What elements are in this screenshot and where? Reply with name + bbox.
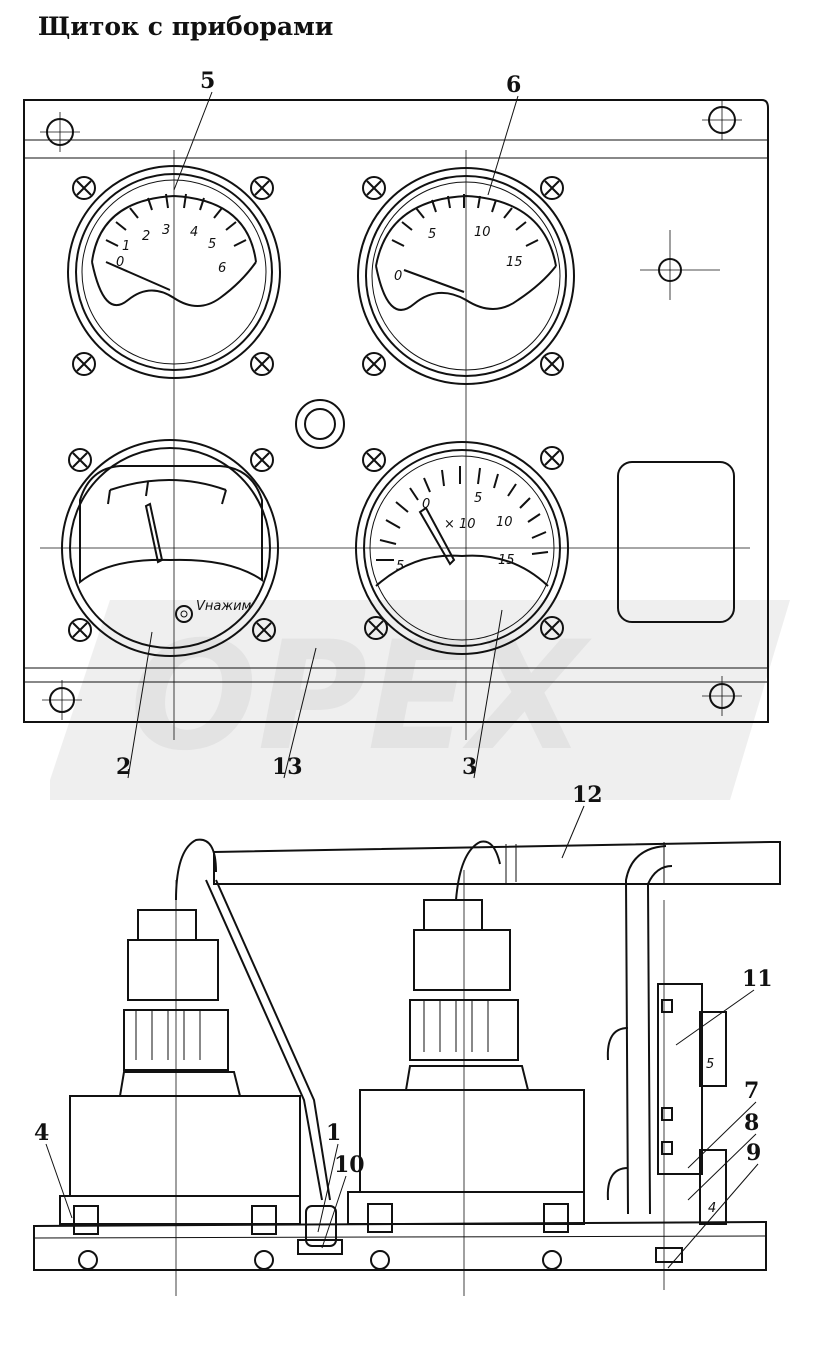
- gauge-3-label-neg5: 5: [396, 559, 404, 574]
- callout-9: 9: [746, 1140, 761, 1166]
- gauge-5-label-1: 1: [122, 239, 130, 254]
- callout-5: 5: [200, 68, 215, 94]
- instrument-body-right: [347, 899, 585, 1233]
- gauge-screws: [68, 176, 564, 642]
- callout-2: 2: [116, 754, 131, 780]
- instrument-body-left: [59, 909, 301, 1235]
- fuse-holder: [297, 1205, 343, 1255]
- callout-leader-13: [283, 647, 317, 779]
- callout-leader-7: [687, 1101, 757, 1169]
- callout-leader-2: [127, 631, 153, 779]
- gauge-5-label-4: 4: [190, 225, 198, 240]
- callout-leader-3: [473, 609, 503, 779]
- block-label-4: 4: [708, 1201, 716, 1216]
- watermark: OPEX: [50, 600, 790, 800]
- gauge-5: 0 1 2 3 4 5 6: [67, 165, 281, 379]
- panel-cover-plate: [617, 461, 735, 623]
- callout-13: 13: [272, 754, 303, 780]
- callout-leader-10: [321, 1175, 347, 1249]
- callout-7: 7: [744, 1078, 759, 1104]
- gauge-6: 0 5 10 15: [357, 167, 575, 385]
- instrument-panel: 0 1 2 3 4 5 6: [23, 99, 769, 740]
- gauge-5-label-3: 3: [162, 223, 170, 238]
- side-view-assembly: 5 4: [33, 838, 781, 1296]
- callout-leader-12: [561, 805, 585, 859]
- indicator-lamp: [295, 399, 345, 449]
- gauge-2: Vнажим: [61, 439, 279, 657]
- gauge-6-label-15: 15: [506, 255, 523, 270]
- gauge-3-ticks: [376, 466, 549, 561]
- callout-leader-9: [667, 1163, 759, 1269]
- gauge-3-label-10: 10: [496, 515, 513, 530]
- callout-leader-8: [687, 1133, 757, 1201]
- gauge-3-label-5: 5: [474, 491, 482, 506]
- callout-leader-11: [675, 989, 755, 1046]
- gauge-6-label-10: 10: [474, 225, 491, 240]
- callout-leader-5: [173, 91, 213, 191]
- callout-12: 12: [572, 782, 603, 808]
- callout-6: 6: [506, 72, 521, 98]
- gauge-5-label-0: 0: [116, 255, 124, 270]
- callout-leader-1: [317, 1143, 339, 1233]
- callout-1: 1: [326, 1120, 341, 1146]
- callout-10: 10: [334, 1152, 365, 1178]
- callout-11: 11: [742, 966, 773, 992]
- gauge-5-label-6: 6: [218, 261, 226, 276]
- panel-mounting-holes: [40, 100, 742, 720]
- gauge-3-label-0: 0: [422, 497, 430, 512]
- gauge-2-label: Vнажим: [196, 599, 252, 614]
- callout-leader-6: [487, 95, 519, 196]
- gauge-6-label-0: 0: [394, 269, 402, 284]
- callout-3: 3: [462, 754, 477, 780]
- callout-8: 8: [744, 1110, 759, 1136]
- gauge-6-label-5: 5: [428, 227, 436, 242]
- gauge-6-ticks: [391, 194, 539, 247]
- gauge-3-multiplier: × 10: [444, 517, 476, 532]
- block-label-5: 5: [706, 1057, 714, 1072]
- gauge-3-label-15: 15: [498, 553, 515, 568]
- callout-leader-4: [45, 1143, 73, 1219]
- gauge-3: 5 0 5 × 10 10 15: [355, 441, 569, 655]
- gauge-5-label-5: 5: [208, 237, 216, 252]
- gauge-5-ticks: [105, 193, 247, 247]
- gauge-5-label-2: 2: [142, 229, 150, 244]
- page-title: Щиток с приборами: [38, 12, 334, 41]
- tube-12: [213, 841, 781, 885]
- callout-4: 4: [34, 1120, 49, 1146]
